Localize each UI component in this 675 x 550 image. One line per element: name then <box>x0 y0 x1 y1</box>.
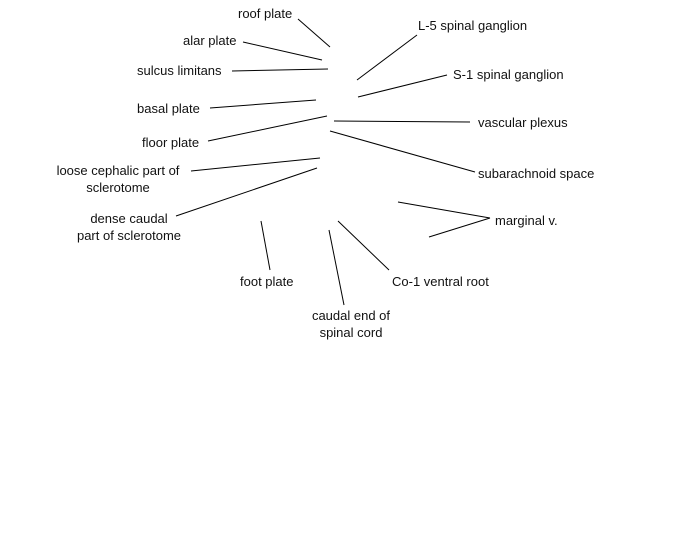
label-loose-cephalic-line1: loose cephalic part of <box>56 163 180 178</box>
leader-l5-ganglion <box>356 34 418 81</box>
label-dense-caudal-line1: dense caudal <box>90 211 168 226</box>
leader-subarachnoid <box>329 130 476 173</box>
leader-co1-ventral-root <box>337 220 390 271</box>
label-dense-caudal-line2: part of sclerotome <box>76 228 182 243</box>
label-subarachnoid-space: subarachnoid space <box>478 166 595 181</box>
leader-marginal-v-lower <box>428 217 491 238</box>
label-roof-plate: roof plate <box>238 6 293 21</box>
label-loose-cephalic-line2: sclerotome <box>86 180 150 195</box>
label-co1-ventral-root: Co-1 ventral root <box>392 274 489 289</box>
label-basal-plate: basal plate <box>137 101 200 116</box>
label-sulcus-limitans: sulcus limitans <box>137 63 222 78</box>
label-caudal-end-line2: spinal cord <box>319 325 383 340</box>
label-alar-plate: alar plate <box>183 33 237 48</box>
label-caudal-end: caudal end of spinal cord <box>301 307 401 341</box>
label-caudal-end-line1: caudal end of <box>311 308 391 323</box>
label-floor-plate: floor plate <box>142 135 200 150</box>
leader-basal-plate <box>209 99 317 109</box>
leader-marginal-v-upper <box>397 201 491 219</box>
label-dense-caudal: dense caudal part of sclerotome <box>66 210 192 244</box>
leader-caudal-end <box>328 229 345 306</box>
leader-foot-plate <box>260 220 271 271</box>
label-l5-ganglion: L-5 spinal ganglion <box>418 18 528 33</box>
leader-loose-cephalic <box>190 157 321 172</box>
leader-vascular-plexus <box>333 120 471 123</box>
leader-alar-plate <box>242 41 323 61</box>
label-marginal-v: marginal v. <box>495 213 558 228</box>
label-vascular-plexus: vascular plexus <box>478 115 568 130</box>
leader-floor-plate <box>207 115 328 142</box>
leader-sulcus-limitans <box>231 68 329 72</box>
label-loose-cephalic: loose cephalic part of sclerotome <box>48 162 188 196</box>
leader-dense-caudal <box>175 167 318 217</box>
label-s1-ganglion: S-1 spinal ganglion <box>453 67 564 82</box>
leader-s1-ganglion <box>357 74 448 98</box>
label-foot-plate: foot plate <box>240 274 294 289</box>
leader-roof-plate <box>297 18 331 48</box>
